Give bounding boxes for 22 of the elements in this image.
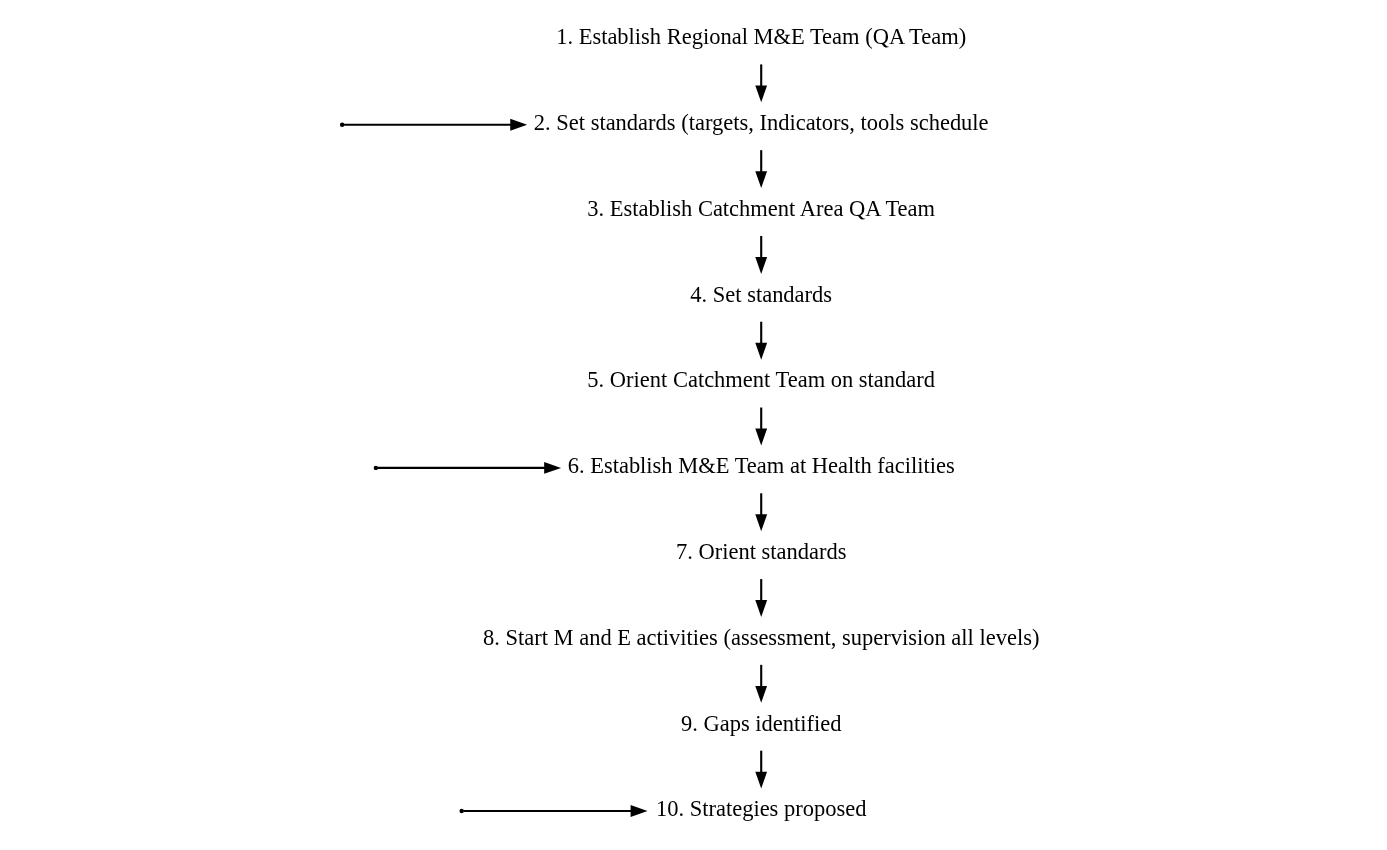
arrow	[754, 150, 767, 189]
arrow	[462, 805, 647, 817]
node-text: 3. Establish Catchment Area QA Team	[586, 195, 935, 221]
arrow	[754, 235, 767, 274]
node-text: 8. Start M and E activities (assessment, supervision all levels)	[482, 624, 1039, 650]
arrow	[377, 461, 561, 474]
arrow	[754, 64, 767, 103]
arrow	[754, 750, 767, 789]
node-text: 6. Establish M&E Team at Health facilities	[567, 453, 955, 479]
node-text: 4. Set standards	[689, 281, 832, 307]
node-text: 9. Gaps identified	[680, 710, 841, 736]
node-text: 10. Strategies proposed	[655, 796, 866, 822]
arrow	[754, 321, 767, 360]
arrow	[754, 579, 767, 617]
arrow	[754, 664, 767, 703]
arrow	[343, 118, 527, 131]
node-text: 1. Establish Regional M&E Team (QA Team)	[555, 24, 966, 50]
arrow	[754, 407, 767, 446]
node-text: 2. Set standards (targets, Indicators, tools schedule	[533, 110, 989, 136]
node-text: 7. Orient standards	[675, 539, 846, 565]
arrow	[754, 493, 767, 532]
node-text: 5. Orient Catchment Team on standard	[586, 367, 935, 393]
